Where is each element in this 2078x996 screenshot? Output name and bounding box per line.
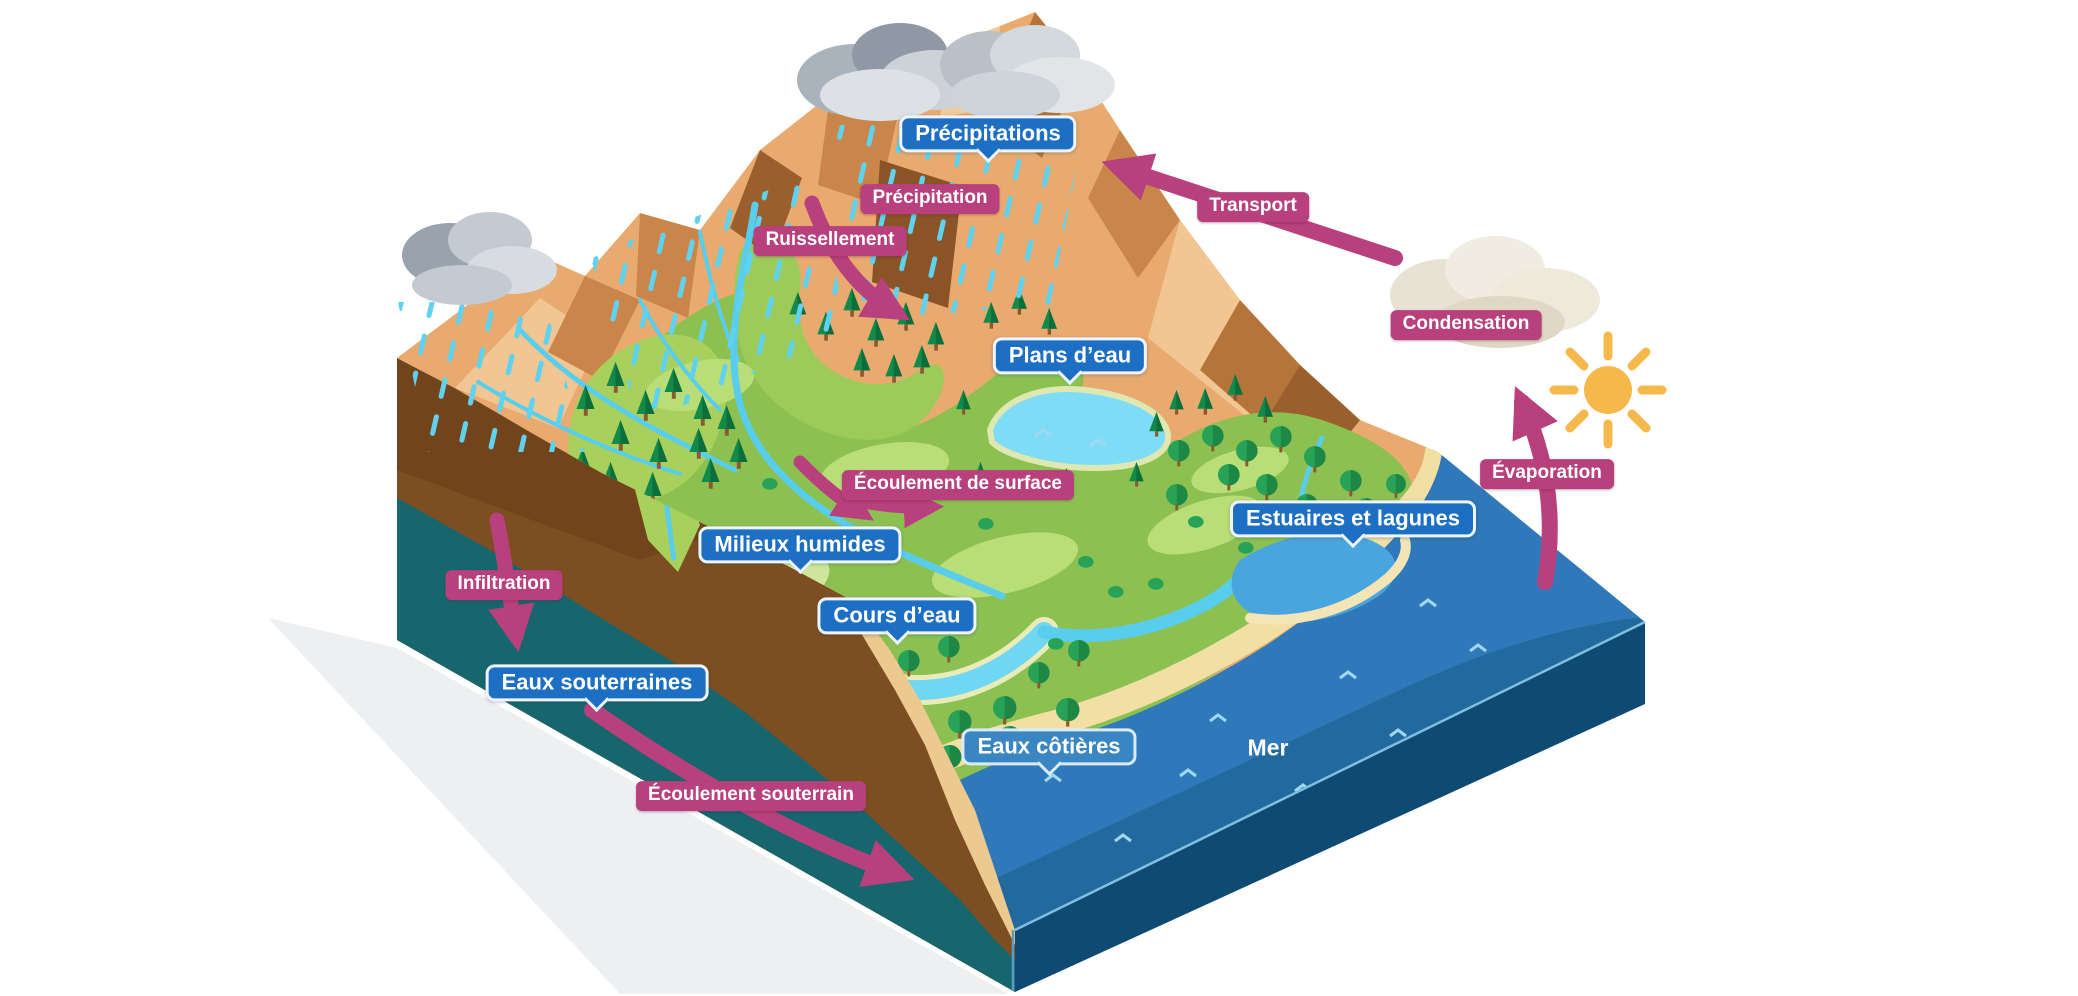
sea-cross-section-face: [1015, 622, 1645, 992]
block-edges: [1011, 620, 1646, 991]
lake: [986, 386, 1172, 472]
label-milieux-humides-text: Milieux humides: [714, 531, 886, 557]
label-condensation: Condensation: [1390, 310, 1542, 340]
sea-deep-band: [960, 618, 1645, 930]
label-ecoulement-souterrain-text: Écoulement souterrain: [648, 784, 854, 806]
lagoon: [1231, 532, 1411, 625]
cliff-sand-layer: [855, 602, 1015, 945]
label-eaux-cotieres-text: Eaux côtières: [977, 733, 1121, 759]
label-precipitations-text: Précipitations: [915, 120, 1061, 146]
label-condensation-text: Condensation: [1402, 313, 1530, 335]
sea-surface: [905, 452, 1645, 930]
label-plans-deau-text: Plans d’eau: [1008, 342, 1132, 368]
label-eaux-souterraines-text: Eaux souterraines: [501, 669, 693, 695]
label-ruissellement: Ruissellement: [753, 226, 907, 256]
evaporation-arrow: [1512, 386, 1558, 590]
label-ecoulement-de-surface: Écoulement de surface: [841, 470, 1075, 500]
label-estuaires-et-lagunes: Estuaires et lagunes: [1230, 500, 1476, 549]
label-evaporation-text: Évaporation: [1492, 462, 1602, 484]
label-ecoulement-de-surface-text: Écoulement de surface: [853, 473, 1063, 495]
label-mer: Mer: [1247, 734, 1289, 761]
label-estuaires-et-lagunes-text: Estuaires et lagunes: [1246, 505, 1460, 531]
label-cours-deau: Cours d’eau: [817, 597, 977, 646]
rain-cloud-left-icon: [402, 212, 557, 305]
label-eaux-cotieres: Eaux côtières: [961, 728, 1137, 777]
ruissellement-arrow: [804, 195, 911, 321]
label-infiltration-text: Infiltration: [457, 573, 551, 595]
label-infiltration: Infiltration: [445, 570, 563, 600]
sun-icon: [1549, 331, 1667, 449]
label-evaporation: Évaporation: [1480, 459, 1614, 489]
label-milieux-humides: Milieux humides: [698, 526, 902, 575]
label-transport: Transport: [1197, 192, 1309, 222]
rain-cloud-top-icon: [797, 23, 1115, 121]
ecoulement-surface-arrow-down: [793, 455, 874, 521]
label-precipitations: Précipitations: [899, 115, 1077, 164]
label-plans-deau: Plans d’eau: [992, 337, 1148, 386]
label-ruissellement-text: Ruissellement: [765, 229, 895, 251]
label-ecoulement-souterrain: Écoulement souterrain: [636, 781, 866, 811]
label-eaux-souterraines: Eaux souterraines: [485, 664, 709, 713]
label-cours-deau-text: Cours d’eau: [833, 602, 961, 628]
label-precipitation: Précipitation: [860, 184, 1000, 214]
ecoulement-surface-arrow-right: [838, 487, 945, 529]
label-transport-text: Transport: [1209, 195, 1297, 217]
label-precipitation-text: Précipitation: [872, 187, 988, 209]
